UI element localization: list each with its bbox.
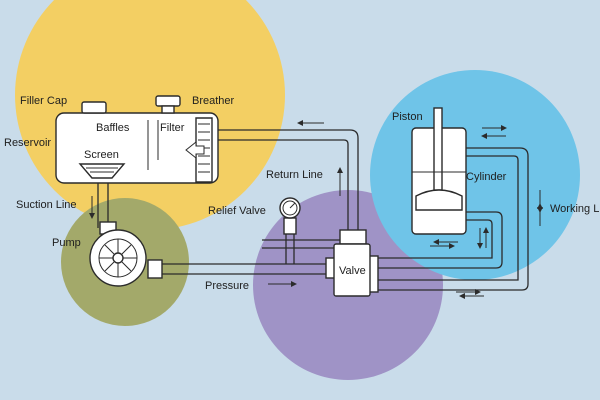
piston-rod — [433, 107, 443, 191]
valve-return-port — [339, 229, 367, 245]
zone-circles — [15, 0, 580, 380]
working-line-bottom-pipe — [378, 211, 503, 269]
relief-branch-pipe — [262, 234, 342, 264]
working-line-top-pipe — [378, 147, 529, 291]
label-valve: Valve — [339, 265, 366, 277]
flow-arrows — [89, 120, 543, 299]
label-cylinder: Cylinder — [466, 171, 507, 183]
pump-outlet — [147, 259, 163, 279]
piston-head — [415, 189, 463, 211]
breather-stem — [161, 105, 175, 114]
breather-cap — [155, 95, 181, 107]
label-breather: Breather — [192, 95, 235, 107]
label-pressure: Pressure — [205, 280, 249, 292]
pump-impeller-icon — [98, 238, 138, 278]
label-screen: Screen — [84, 149, 119, 161]
valve-body — [333, 243, 371, 297]
reservoir-tank — [55, 95, 219, 184]
label-baffles: Baffles — [96, 122, 130, 134]
cylinder — [411, 107, 467, 235]
suction-line-pipe — [97, 182, 109, 228]
pump — [89, 221, 163, 287]
relief-valve-body — [283, 217, 297, 235]
label-filter: Filter — [160, 122, 185, 134]
return-line-pipe — [218, 129, 359, 232]
label-pump: Pump — [52, 237, 81, 249]
label-filler-cap: Filler Cap — [20, 95, 67, 107]
filter-flow-arrow-icon — [185, 140, 205, 160]
label-reservoir: Reservoir — [4, 137, 51, 149]
label-return-line: Return Line — [266, 169, 323, 181]
label-working-lines: Working Lines — [550, 203, 600, 215]
pressure-line-pipe — [158, 263, 328, 275]
label-relief-valve: Relief Valve — [208, 205, 266, 217]
filler-cap — [81, 101, 107, 114]
label-suction-line: Suction Line — [16, 199, 77, 211]
baffles-plates — [147, 120, 159, 170]
label-piston: Piston — [392, 111, 423, 123]
control-valve — [325, 229, 379, 297]
gauge-icon — [279, 197, 301, 219]
relief-valve — [279, 197, 301, 235]
labels: Filler Cap Breather Reservoir Baffles Fi… — [4, 95, 600, 292]
